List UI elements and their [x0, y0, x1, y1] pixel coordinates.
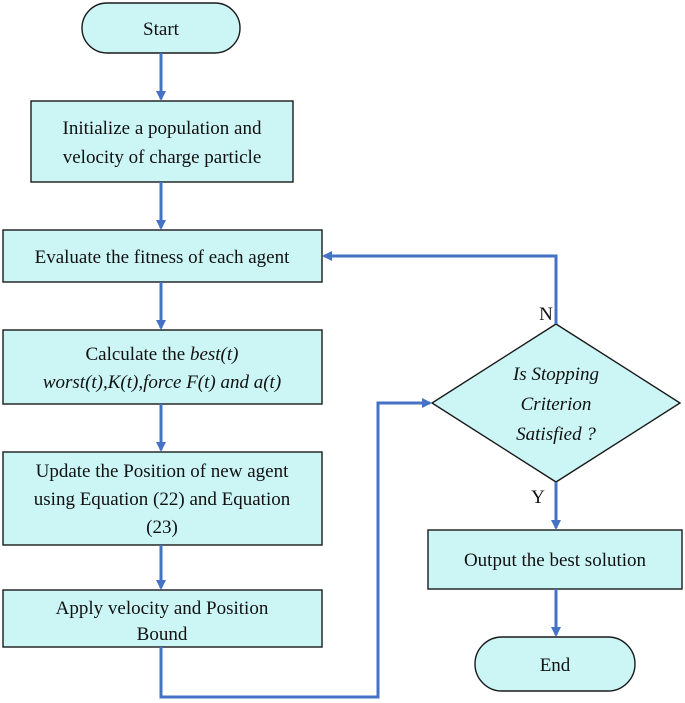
initialize-line-2: velocity of charge particle: [63, 147, 262, 168]
update-line-3: (23): [146, 517, 178, 538]
end-label: End: [540, 655, 571, 676]
output-process: Output the best solution: [427, 529, 683, 590]
calculate-line-1-italic: best(t): [190, 344, 239, 365]
update-line-2: using Equation (22) and Equation: [34, 489, 291, 510]
initialize-process: Initialize a population and velocity of …: [30, 100, 294, 183]
evaluate-label: Evaluate the fitness of each agent: [35, 247, 291, 268]
calculate-line-2: worst(t),K(t),force F(t) and a(t): [43, 372, 281, 393]
apply-line-1: Apply velocity and Position: [56, 598, 269, 619]
apply-bound-process: Apply velocity and Position Bound: [2, 589, 323, 648]
decision-line-3: Satisfied ?: [516, 424, 596, 445]
yes-branch-label: Y: [531, 487, 545, 508]
calculate-line-1-plain: Calculate the: [85, 344, 189, 365]
stopping-criterion-decision: Is Stopping Criterion Satisfied ?: [430, 323, 682, 483]
calculate-line-1: Calculate the best(t): [85, 344, 238, 365]
start-terminator: Start: [81, 2, 241, 54]
decision-line-1: Is Stopping: [512, 364, 599, 385]
initialize-line-1: Initialize a population and: [63, 118, 262, 139]
decision-line-2: Criterion: [521, 394, 592, 415]
output-label: Output the best solution: [464, 550, 647, 571]
calculate-process: Calculate the best(t) worst(t),K(t),forc…: [2, 329, 323, 405]
apply-line-2: Bound: [137, 624, 188, 645]
update-process: Update the Position of new agent using E…: [2, 451, 323, 546]
end-terminator: End: [474, 636, 636, 692]
no-branch-label: N: [539, 304, 553, 325]
update-line-1: Update the Position of new agent: [36, 461, 289, 482]
evaluate-process: Evaluate the fitness of each agent: [2, 229, 323, 283]
arrow-no-loop-to-evaluate: [322, 251, 558, 324]
arrow-apply-to-decision: [159, 398, 432, 699]
start-label: Start: [143, 19, 180, 40]
